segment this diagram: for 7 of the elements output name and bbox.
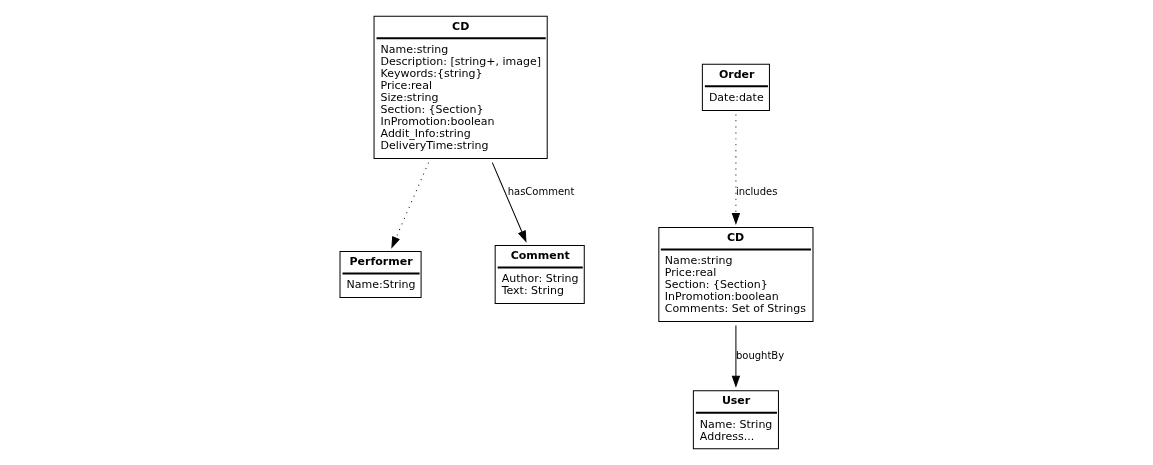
edge-label: hasComment <box>507 186 575 198</box>
arrow <box>731 325 740 387</box>
arrow <box>491 162 527 242</box>
arrow <box>391 162 429 248</box>
arrow <box>731 114 740 224</box>
edge-label: boughtBy <box>735 349 785 361</box>
edge-label: includes <box>735 186 778 198</box>
